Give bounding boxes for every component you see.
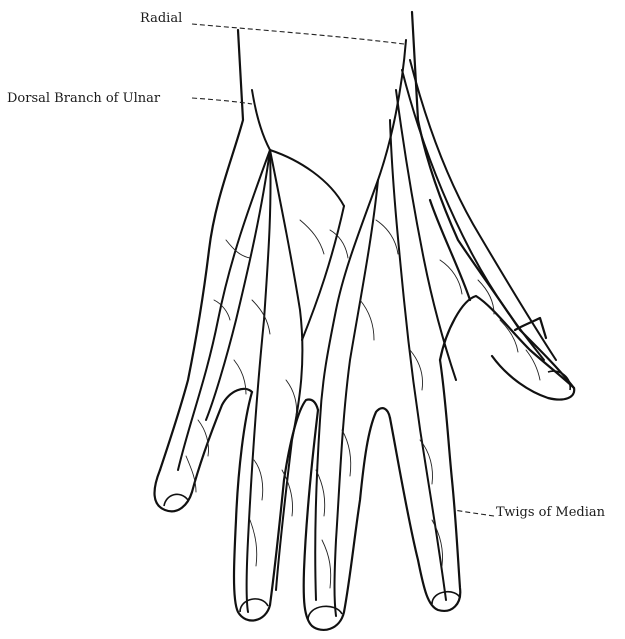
wrist-left-edge (160, 30, 243, 470)
leader-median (454, 510, 494, 516)
ulnar-trunk (252, 90, 270, 150)
label-dorsal-branch-of-ulnar: Dorsal Branch of Ulnar (7, 92, 160, 105)
leader-radial (192, 24, 404, 44)
radial-branch-2 (335, 180, 379, 616)
nail-middle (308, 606, 342, 620)
ulnar-branch-2 (206, 150, 270, 420)
label-radial: Radial (140, 12, 182, 25)
ulnar-branch-4 (270, 150, 302, 590)
nerve-twigs (186, 220, 540, 588)
radial-branch-thumb-2 (410, 60, 556, 360)
ulnar-to-radial-join (270, 150, 344, 206)
wrist-right-edge (412, 12, 574, 388)
radial-branch-thumb (402, 70, 544, 360)
index-finger (390, 360, 460, 611)
median-join (302, 206, 344, 340)
nail-ring (240, 599, 268, 612)
finger-nails (164, 371, 570, 620)
label-twigs-of-median: Twigs of Median (496, 506, 605, 519)
